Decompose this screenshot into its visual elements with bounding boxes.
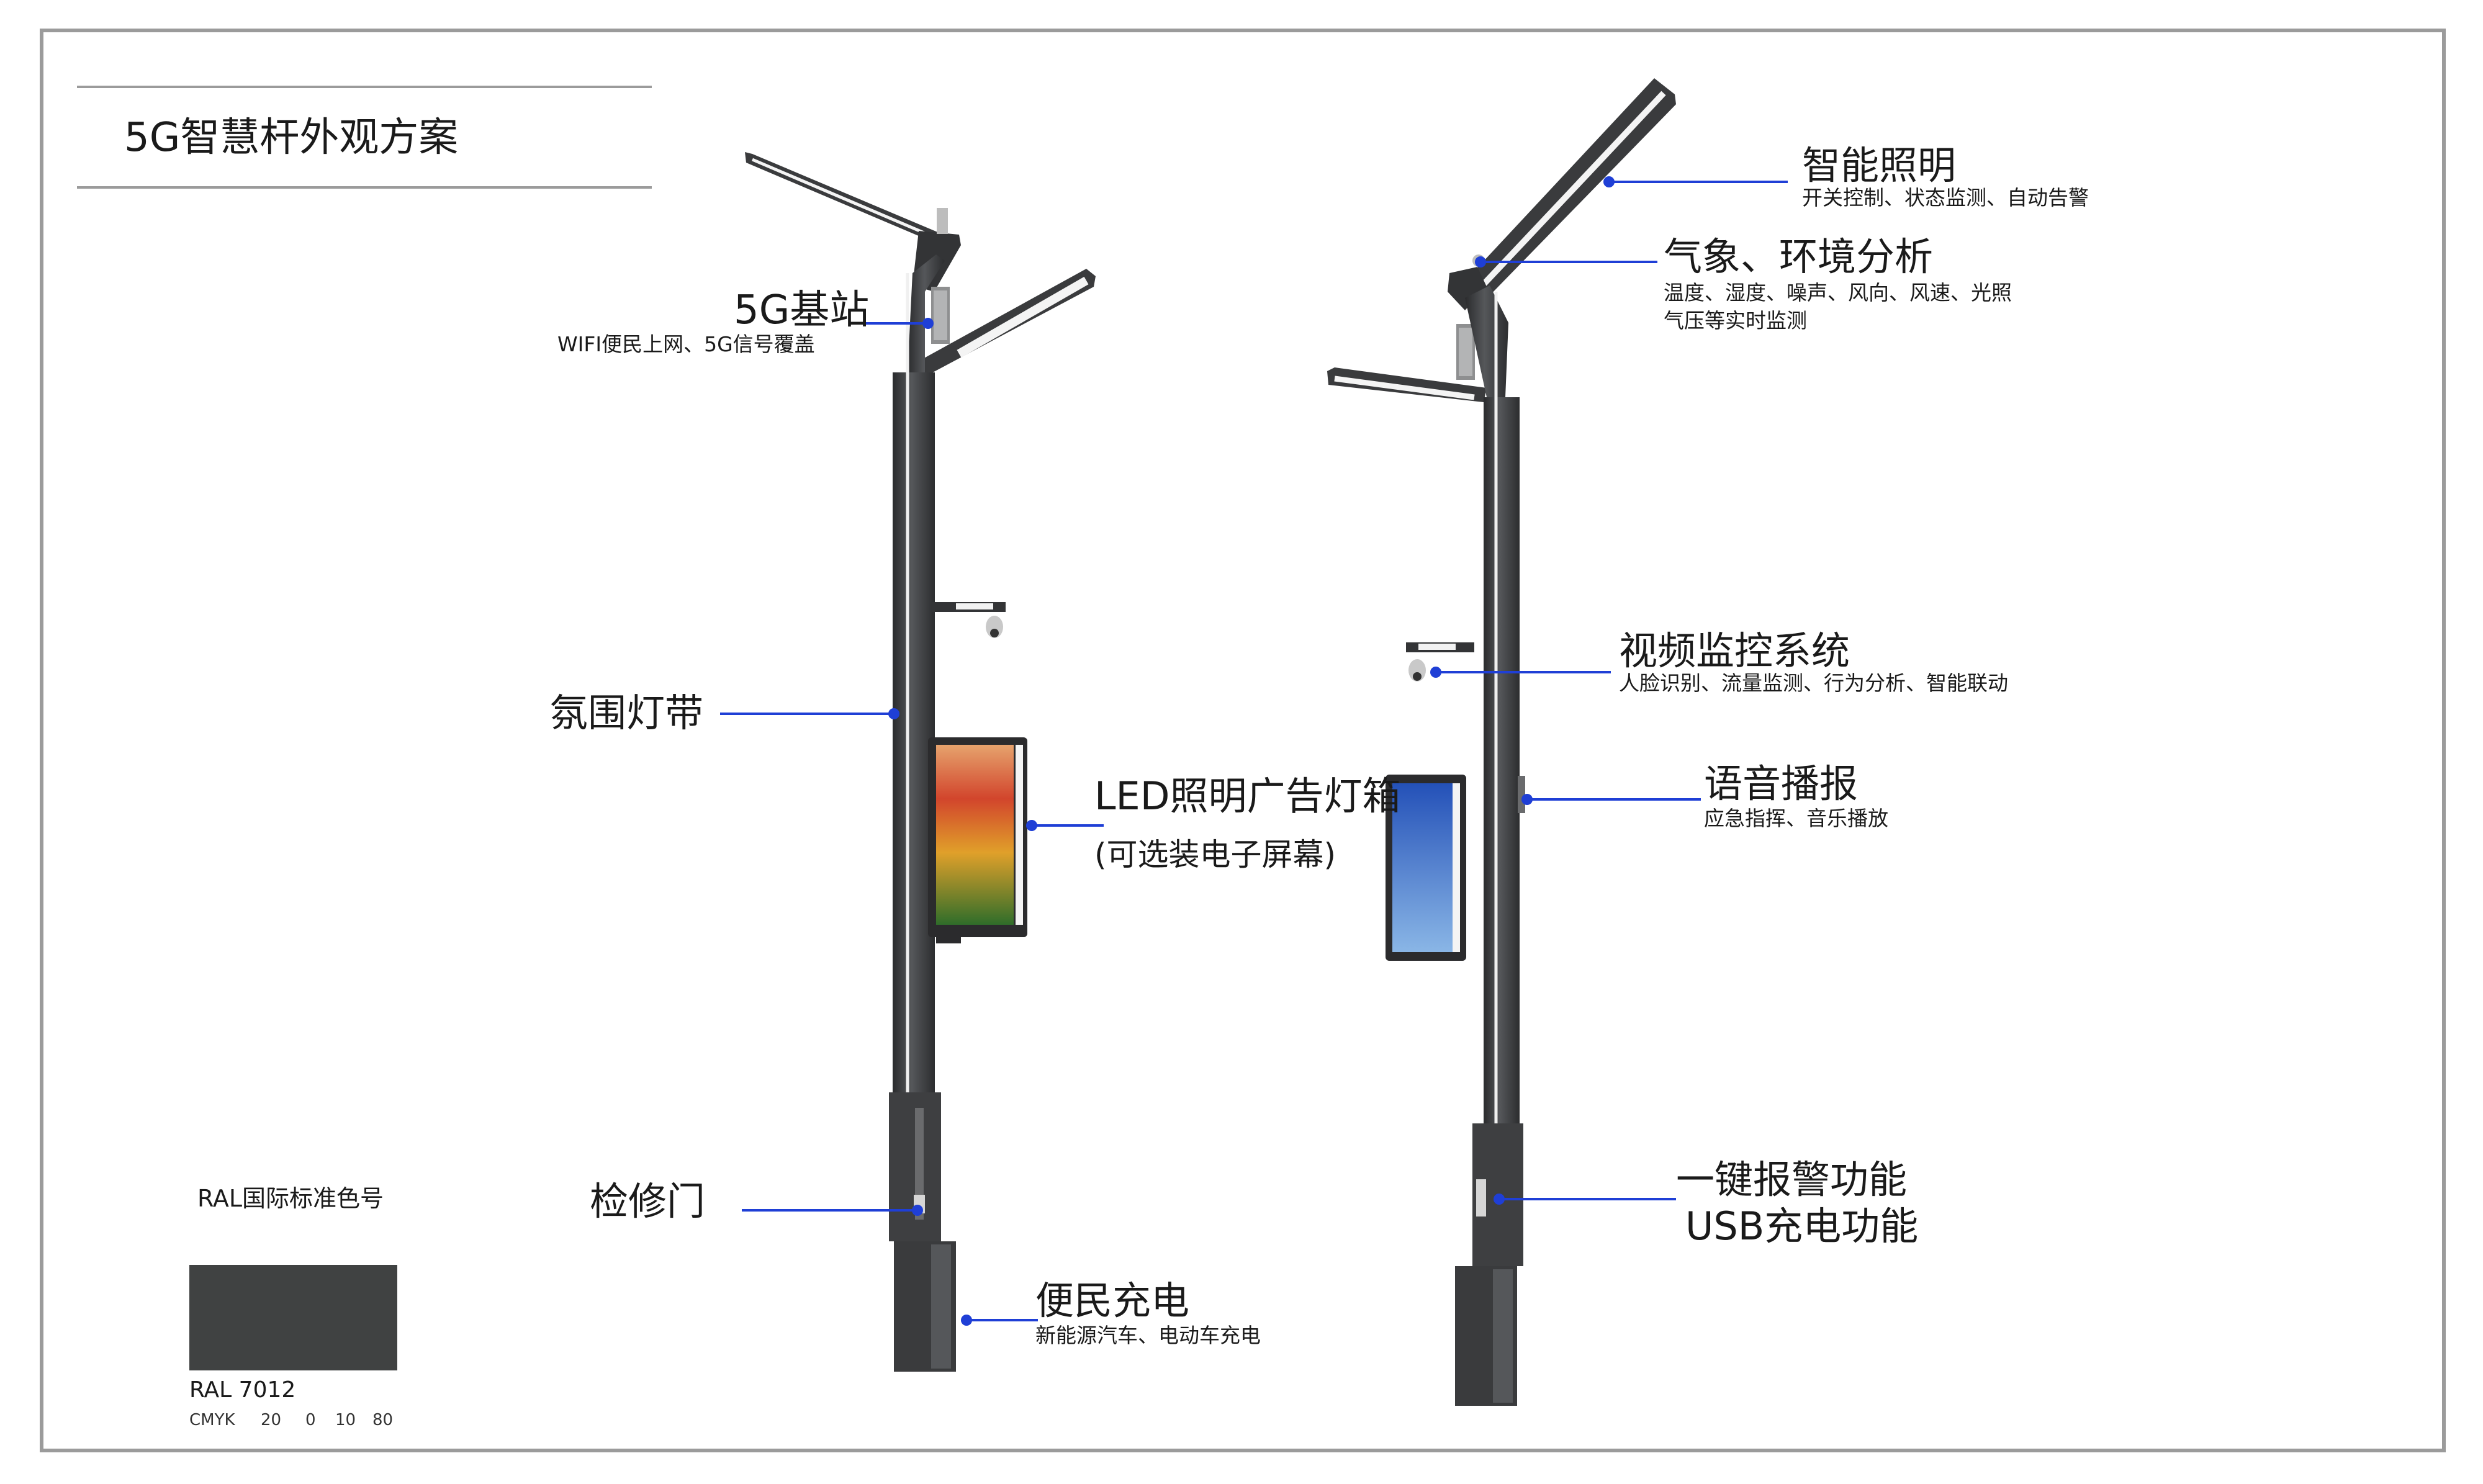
callout-smart-lighting-sub: 开关控制、状态监测、自动告警 — [1802, 186, 2089, 210]
callout-video-title: 视频监控系统 — [1619, 628, 1850, 673]
callout-video-sub: 人脸识别、流量监测、行为分析、智能联动 — [1619, 671, 2008, 695]
page-title: 5G智慧杆外观方案 — [124, 115, 459, 161]
ral-code: RAL 7012 — [189, 1377, 296, 1403]
callout-weather-title: 气象、环境分析 — [1664, 234, 1934, 279]
callout-voice-title: 语音播报 — [1704, 761, 1859, 806]
page-frame — [40, 29, 2446, 1452]
callout-5g-base-station-title: 5G基站 — [734, 287, 870, 333]
cmyk-k: 80 — [372, 1411, 394, 1429]
callout-access-door-title: 检修门 — [590, 1179, 706, 1224]
cmyk-label: CMYK — [189, 1411, 235, 1429]
ral-standard-label: RAL国际标准色号 — [197, 1185, 384, 1212]
callout-charging-title: 便民充电 — [1035, 1278, 1190, 1323]
callout-voice-sub: 应急指挥、音乐播放 — [1704, 806, 1888, 830]
callout-led-lightbox-sub: (可选装电子屏幕) — [1094, 837, 1336, 873]
callout-charging-sub: 新能源汽车、电动车充电 — [1035, 1323, 1261, 1347]
right-pole — [1327, 78, 1676, 1406]
callout-usb-title: USB充电功能 — [1685, 1203, 1919, 1249]
callout-weather-sub2: 气压等实时监测 — [1664, 308, 1807, 333]
callout-lines — [720, 176, 1788, 1326]
left-pole — [745, 152, 1096, 1372]
callout-led-lightbox-title: LED照明广告灯箱 — [1094, 773, 1401, 819]
callout-ambient-strip-title: 氛围灯带 — [549, 690, 704, 735]
cmyk-y: 10 — [335, 1411, 356, 1429]
cmyk-c: 20 — [261, 1411, 282, 1429]
callout-smart-lighting-title: 智能照明 — [1802, 143, 1957, 188]
cmyk-m: 0 — [305, 1411, 316, 1429]
callout-weather-sub: 温度、湿度、噪声、风向、风速、光照 — [1664, 281, 2012, 305]
callout-alarm-title: 一键报警功能 — [1676, 1157, 1908, 1202]
callout-5g-base-station-sub: WIFI便民上网、5G信号覆盖 — [557, 332, 815, 356]
ral-color-swatch — [189, 1265, 397, 1370]
